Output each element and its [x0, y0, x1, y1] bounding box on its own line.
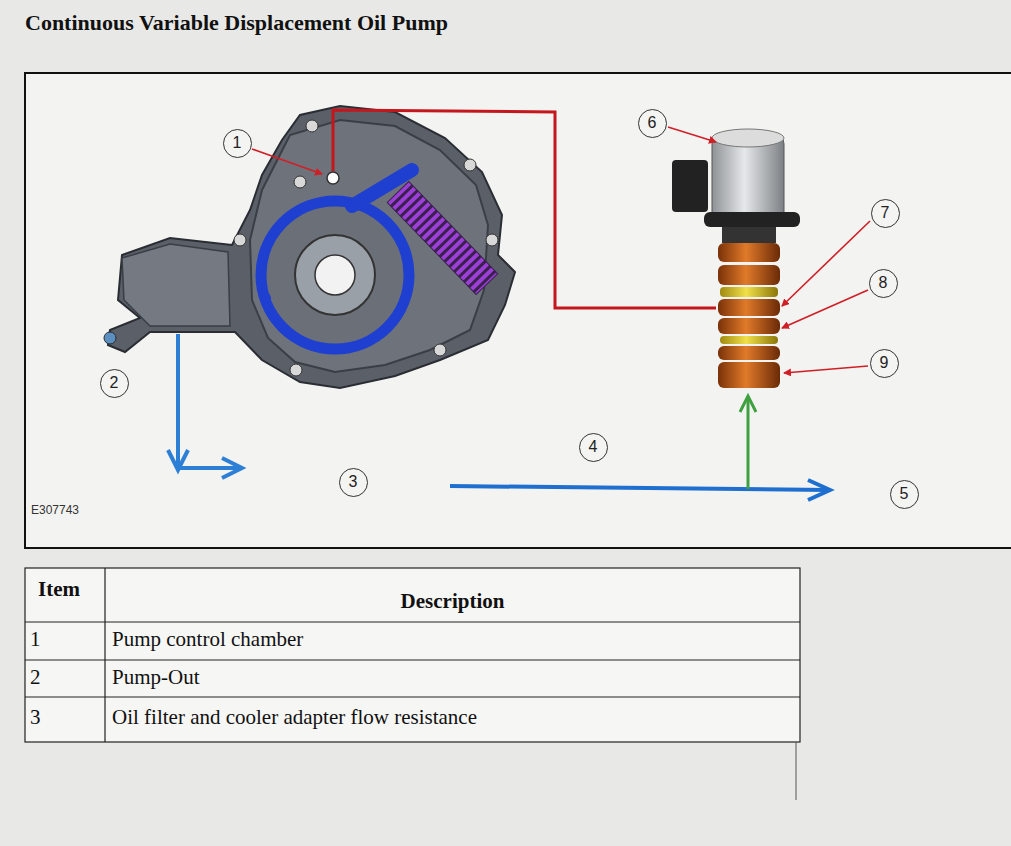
valve-seal [720, 336, 778, 344]
mounting-flange [704, 212, 800, 227]
diagram-frame [25, 73, 1011, 548]
callout-number: 5 [890, 480, 919, 509]
table-cell: Oil filter and cooler adapter flow resis… [112, 705, 477, 730]
bolt-hole [464, 159, 476, 171]
valve-neck [722, 227, 776, 243]
flow-arrowhead [168, 450, 188, 470]
valve-land [718, 362, 780, 388]
pump-housing [108, 106, 515, 388]
rotor [295, 235, 375, 315]
table-cell: 2 [30, 665, 41, 690]
table-rule [104, 568, 105, 742]
table-rule [25, 696, 800, 697]
slide-ring [261, 201, 409, 349]
outlet-port [104, 332, 116, 344]
table-rule [25, 621, 800, 622]
valve-land [718, 299, 780, 316]
valve-land [718, 318, 780, 334]
callout-number: 6 [638, 109, 667, 138]
bolt-hole [294, 176, 306, 188]
table-rule [25, 659, 800, 660]
bolt-hole [234, 234, 246, 246]
outlet-housing [122, 244, 230, 326]
table-header: Description [105, 589, 800, 614]
solenoid-cap [712, 129, 784, 147]
control-oil-line [333, 110, 716, 308]
feed-oil-line [747, 398, 750, 489]
leader-line [252, 149, 322, 174]
callout-number: 3 [339, 468, 368, 497]
table-cell: Pump control chamber [112, 627, 303, 652]
bolt-hole [290, 364, 302, 376]
callout-number: 1 [223, 129, 252, 158]
callout-number: 4 [579, 433, 608, 462]
table-cell: 3 [30, 705, 41, 730]
control-chamber-port [327, 172, 339, 184]
title: Continuous Variable Displacement Oil Pum… [25, 10, 448, 36]
bolt-hole [486, 234, 498, 246]
valve-seal [720, 287, 778, 297]
electrical-connector [672, 160, 708, 212]
leader-line [782, 290, 868, 328]
bolt-hole [434, 344, 446, 356]
callout-number: 2 [100, 369, 129, 398]
leader-line [668, 127, 716, 142]
valve-land [718, 265, 780, 285]
valve-land [718, 243, 780, 262]
table-rule [796, 742, 797, 800]
flow-arrowhead [222, 458, 242, 478]
table-cell: Pump-Out [112, 665, 200, 690]
callout-number: 9 [870, 349, 899, 378]
table-cell: 1 [30, 627, 41, 652]
pivot-pin [261, 293, 271, 303]
figure-code: E307743 [31, 503, 79, 517]
leader-line [784, 366, 868, 373]
oil-flow-line [450, 486, 828, 490]
drive-bore [315, 255, 355, 295]
table-frame [25, 568, 800, 742]
flow-arrowhead [808, 480, 830, 500]
oil-flow-line [178, 334, 238, 468]
control-spring [387, 182, 497, 295]
table-header: Item [38, 577, 80, 602]
leader-line [782, 221, 870, 306]
valve-land [718, 346, 780, 360]
feed-arrowhead [740, 396, 756, 412]
bolt-hole [306, 120, 318, 132]
callout-number: 8 [869, 269, 898, 298]
callout-number: 7 [871, 199, 900, 228]
